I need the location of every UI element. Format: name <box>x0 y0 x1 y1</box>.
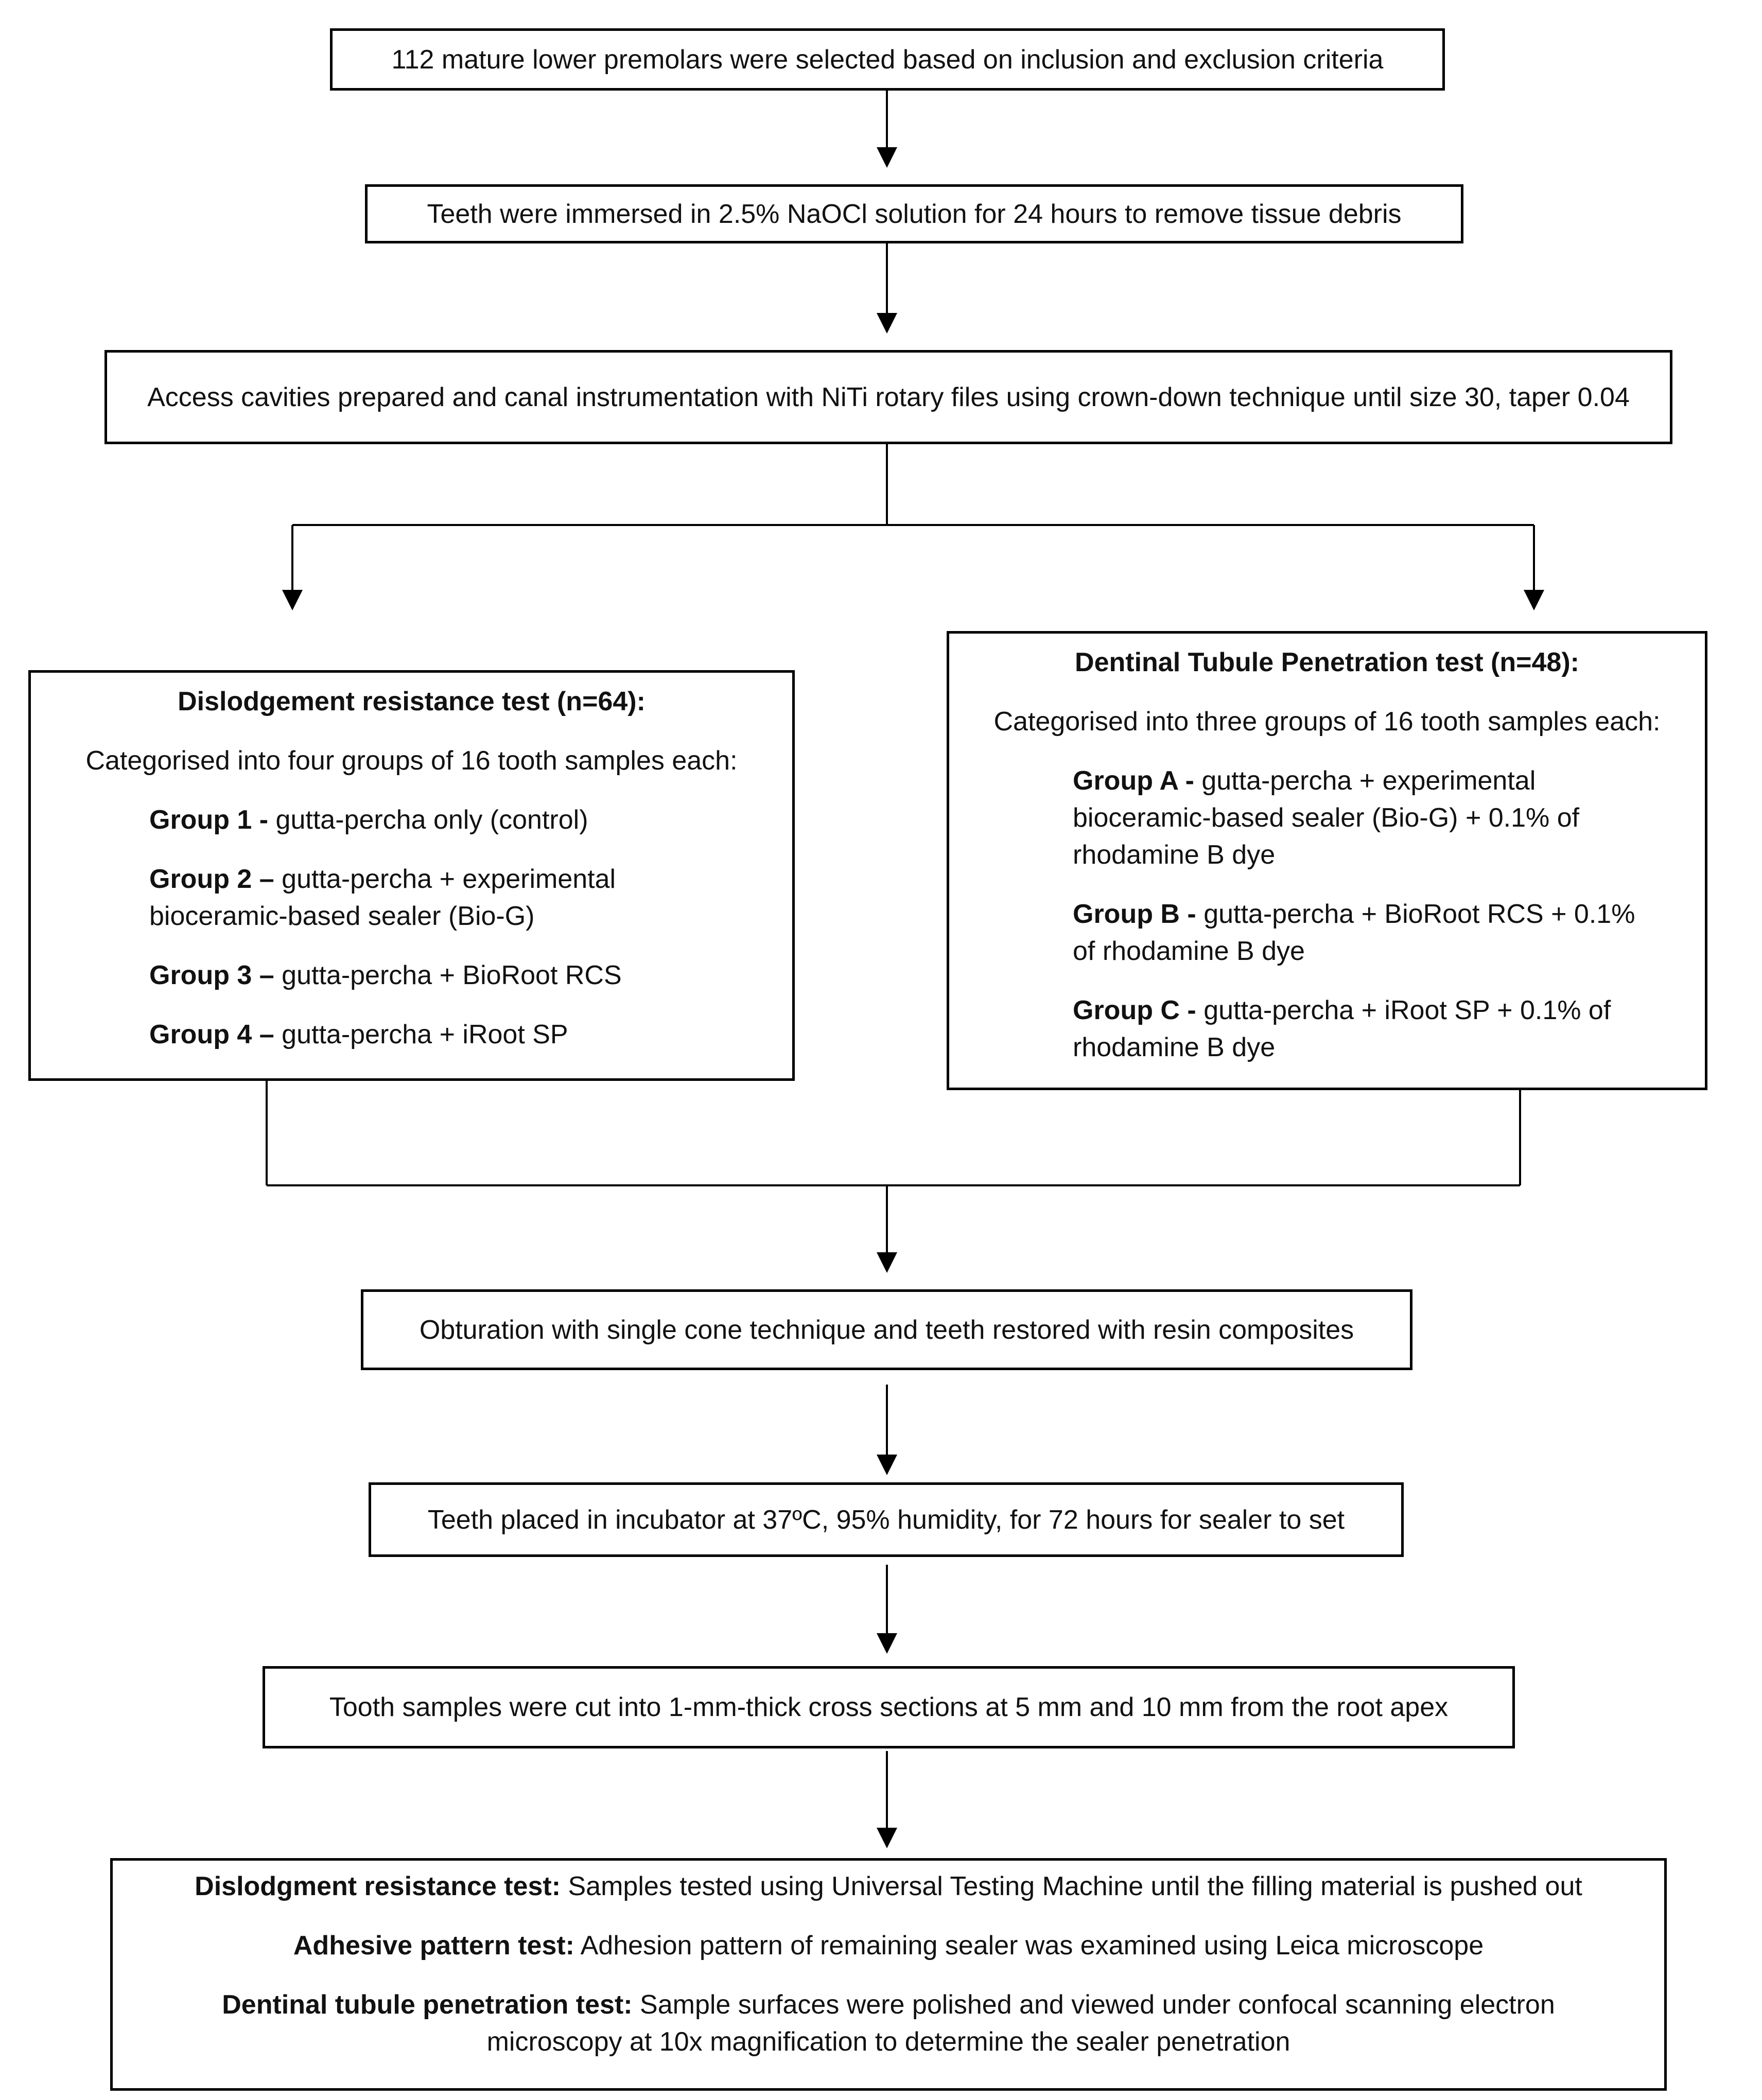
obturation-box: Obturation with single cone technique an… <box>361 1289 1412 1370</box>
selection-box: 112 mature lower premolars were selected… <box>330 28 1445 91</box>
penetration-group-b: Group B - gutta-percha + BioRoot RCS + 0… <box>1073 896 1659 970</box>
test-description: Samples tested using Universal Testing M… <box>561 1871 1582 1901</box>
cutting-box: Tooth samples were cut into 1-mm-thick c… <box>263 1666 1515 1748</box>
group-label: Group 2 – <box>149 864 274 894</box>
group-description: gutta-percha + experimental bioceramic-b… <box>149 864 616 931</box>
test-description: Adhesion pattern of remaining sealer was… <box>574 1931 1484 1961</box>
dislodgement-group-1: Group 1 - gutta-percha only (control) <box>149 801 741 838</box>
dislodgement-box: Dislodgement resistance test (n=64): Cat… <box>28 670 795 1081</box>
dislodgement-group-4: Group 4 – gutta-percha + iRoot SP <box>149 1016 741 1053</box>
dislodgement-group-2: Group 2 – gutta-percha + experimental bi… <box>149 861 741 935</box>
access-text: Access cavities prepared and canal instr… <box>147 382 1630 412</box>
obturation-text: Obturation with single cone technique an… <box>419 1315 1354 1345</box>
dislodgement-title: Dislodgement resistance test (n=64): <box>178 687 646 716</box>
test-label: Dentinal tubule penetration test: <box>222 1990 633 2020</box>
group-label: Group 4 – <box>149 1020 274 1049</box>
test-label: Dislodgment resistance test: <box>195 1871 561 1901</box>
group-description: gutta-percha + BioRoot RCS <box>274 960 622 990</box>
penetration-group-c: Group C - gutta-percha + iRoot SP + 0.1%… <box>1073 992 1659 1066</box>
group-label: Group B - <box>1073 899 1196 929</box>
immersion-text: Teeth were immersed in 2.5% NaOCl soluti… <box>427 199 1402 229</box>
final-test-penetration: Dentinal tubule penetration test: Sample… <box>133 1986 1644 2060</box>
test-label: Adhesive pattern test: <box>293 1931 575 1961</box>
incubation-box: Teeth placed in incubator at 37ºC, 95% h… <box>369 1482 1404 1557</box>
group-description: gutta-percha + iRoot SP + 0.1% of rhodam… <box>1073 995 1611 1062</box>
cutting-text: Tooth samples were cut into 1-mm-thick c… <box>329 1692 1449 1722</box>
dislodgement-group-list: Group 1 - gutta-percha only (control) Gr… <box>51 801 772 1053</box>
group-label: Group 1 - <box>149 805 269 835</box>
group-label: Group C - <box>1073 995 1196 1025</box>
incubation-text: Teeth placed in incubator at 37ºC, 95% h… <box>427 1504 1345 1535</box>
dislodgement-subtitle: Categorised into four groups of 16 tooth… <box>85 746 738 776</box>
final-test-adhesive: Adhesive pattern test: Adhesion pattern … <box>133 1927 1644 1964</box>
group-description: gutta-percha + iRoot SP <box>274 1020 568 1049</box>
final-tests-box: Dislodgment resistance test: Samples tes… <box>110 1858 1667 2091</box>
dislodgement-group-3: Group 3 – gutta-percha + BioRoot RCS <box>149 957 741 994</box>
access-box: Access cavities prepared and canal instr… <box>104 350 1672 444</box>
immersion-box: Teeth were immersed in 2.5% NaOCl soluti… <box>365 184 1463 243</box>
group-description: gutta-percha + BioRoot RCS + 0.1% of rho… <box>1073 899 1635 966</box>
group-description: gutta-percha + experimental bioceramic-b… <box>1073 766 1580 870</box>
penetration-group-list: Group A - gutta-percha + experimental bi… <box>970 762 1684 1066</box>
penetration-box: Dentinal Tubule Penetration test (n=48):… <box>947 631 1707 1090</box>
group-label: Group A - <box>1073 766 1194 796</box>
penetration-title: Dentinal Tubule Penetration test (n=48): <box>1075 647 1579 677</box>
penetration-subtitle: Categorised into three groups of 16 toot… <box>993 707 1661 737</box>
group-description: gutta-percha only (control) <box>268 805 588 835</box>
selection-text: 112 mature lower premolars were selected… <box>391 44 1384 75</box>
penetration-group-a: Group A - gutta-percha + experimental bi… <box>1073 762 1659 873</box>
final-test-dislodgment: Dislodgment resistance test: Samples tes… <box>133 1868 1644 1905</box>
test-description: Sample surfaces were polished and viewed… <box>486 1990 1555 2057</box>
group-label: Group 3 – <box>149 960 274 990</box>
